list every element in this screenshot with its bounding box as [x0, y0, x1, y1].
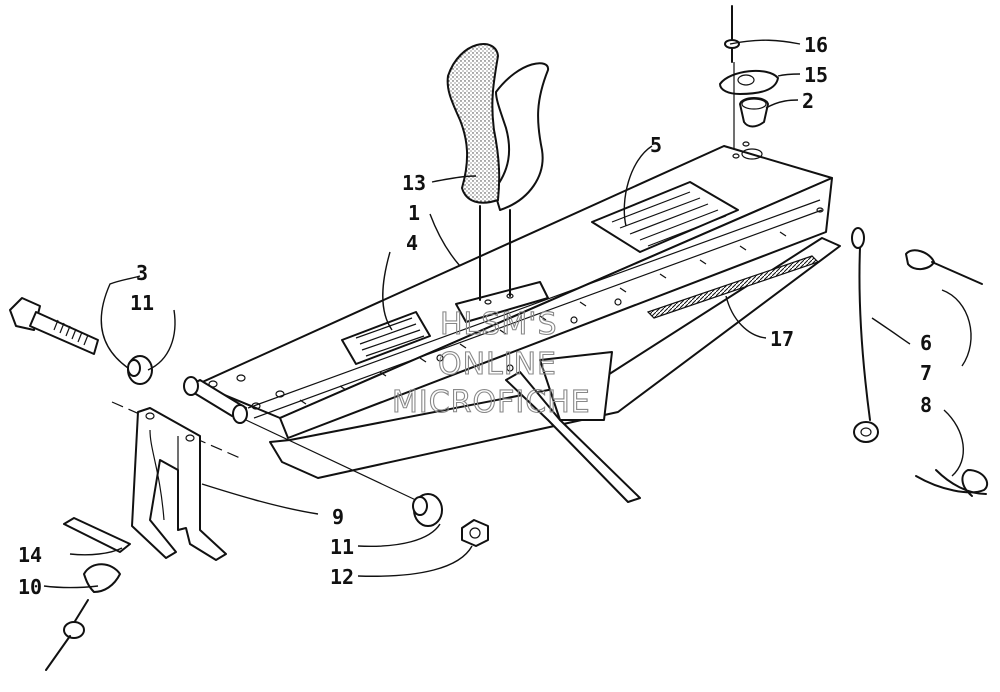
grommet-2	[739, 97, 769, 128]
callout-15: 15	[804, 63, 828, 87]
reflector-strip-17	[646, 255, 820, 319]
pin-16	[724, 5, 740, 63]
callout-12: 12	[330, 565, 354, 589]
center-line	[111, 401, 241, 459]
tether-cable-6	[851, 227, 879, 443]
callout-9: 9	[332, 505, 344, 529]
hairpin-clip-8	[915, 469, 989, 497]
callout-17: 17	[770, 327, 794, 351]
nut-12	[461, 519, 489, 547]
callout-10: 10	[18, 575, 42, 599]
callout-3: 3	[136, 261, 148, 285]
bushing-11-right	[412, 493, 443, 527]
bushing-11-left	[127, 355, 153, 385]
callout-14: 14	[18, 543, 42, 567]
callout-7: 7	[920, 361, 932, 385]
callout-4: 4	[406, 231, 418, 255]
bracket-9	[131, 407, 227, 561]
callout-8: 8	[920, 393, 932, 417]
callout-11-right: 11	[330, 535, 354, 559]
rivet-10	[45, 563, 121, 671]
pin-bracket	[455, 281, 549, 323]
callout-6: 6	[920, 331, 932, 355]
callout-16: 16	[804, 33, 828, 57]
hitch-base-skid	[269, 237, 841, 503]
plate-14	[63, 517, 131, 553]
callout-5: 5	[650, 133, 662, 157]
callout-13: 13	[402, 171, 426, 195]
callout-1: 1	[408, 201, 420, 225]
leader-lines	[43, 39, 972, 589]
decal-5	[591, 181, 739, 253]
handle-grip-13	[446, 43, 550, 301]
watermark-line3: MICROFICHE	[392, 385, 591, 420]
bolt-3	[9, 297, 99, 355]
assembly-line	[245, 419, 421, 503]
watermark-line1: HLSM'S	[440, 307, 558, 342]
decal-4	[341, 311, 431, 365]
callouts: 16 15 2 5 13 1 4 3 11 17 6 7 8 9 11 12 1…	[18, 33, 932, 599]
watermark: HLSM'S ONLINE MICROFICHE	[391, 306, 591, 420]
callout-11-left: 11	[130, 291, 154, 315]
watermark-line2: ONLINE	[438, 347, 557, 382]
plate-15	[719, 69, 779, 95]
pin-7	[905, 249, 983, 285]
frame-holes	[732, 62, 824, 213]
callout-2: 2	[802, 89, 814, 113]
